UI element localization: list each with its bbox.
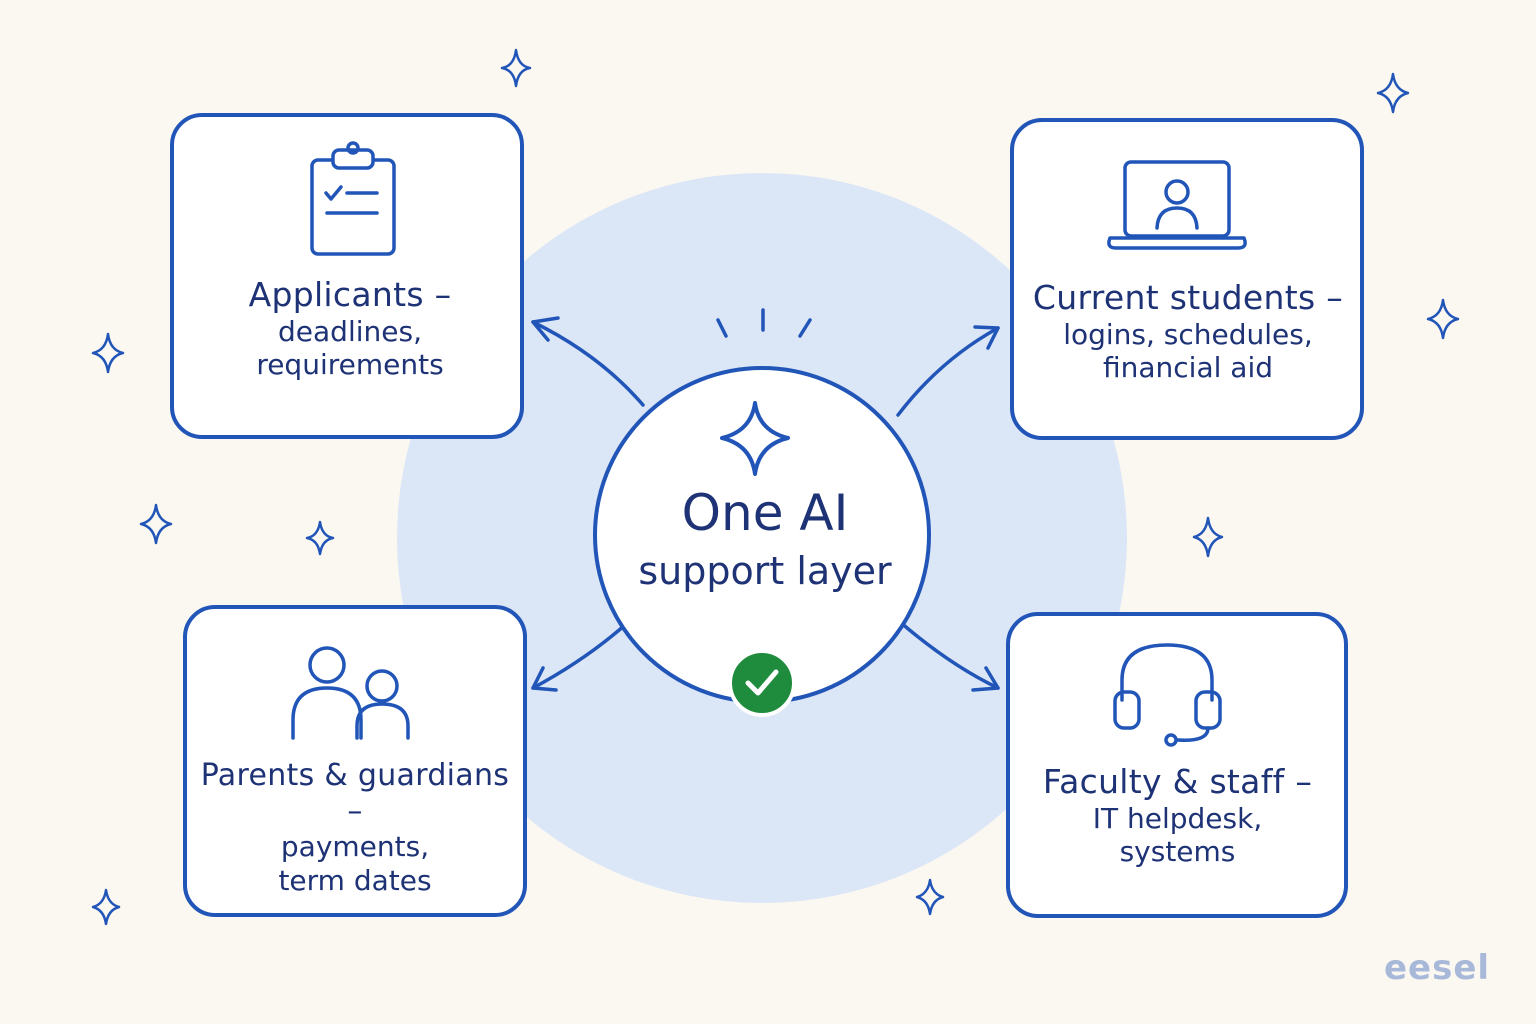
card-applicants xyxy=(170,113,524,439)
card-parents-line-2: term dates xyxy=(278,863,432,897)
laptop-user-icon xyxy=(1107,160,1247,250)
arrow-to-applicants xyxy=(531,316,645,407)
sparkle-icon xyxy=(91,332,125,374)
hub-label-line-1: One AI xyxy=(681,484,849,542)
card-faculty-title: Faculty & staff – xyxy=(1042,762,1313,801)
card-students-line-1: logins, schedules, xyxy=(1063,317,1313,351)
people-icon xyxy=(291,646,410,740)
sparkle-icon xyxy=(500,48,532,88)
brand-logo: eesel xyxy=(1384,948,1491,988)
arrow-to-students xyxy=(896,325,1000,417)
card-students-text: Current students – logins, schedules, fi… xyxy=(1020,278,1356,385)
arrow-to-faculty xyxy=(898,620,1000,692)
card-parents-title: Parents & guardians – xyxy=(200,758,510,829)
card-faculty-staff xyxy=(1006,612,1348,918)
headset-icon xyxy=(1113,643,1222,747)
sparkle-icon xyxy=(720,401,790,476)
clipboard-icon xyxy=(310,141,396,256)
card-current-students xyxy=(1010,118,1364,440)
card-parents-text: Parents & guardians – payments, term dat… xyxy=(190,758,520,897)
sparkle-icon xyxy=(305,520,335,556)
card-faculty-text: Faculty & staff – IT helpdesk, systems xyxy=(1015,762,1340,869)
card-parents-line-1: payments, xyxy=(280,830,430,863)
sparkle-icon xyxy=(139,503,173,545)
sparkle-icon xyxy=(1426,298,1460,340)
check-icon xyxy=(728,649,796,717)
highlight-burst xyxy=(716,308,812,338)
card-faculty-line-2: systems xyxy=(1119,835,1236,869)
card-students-line-2: financial aid xyxy=(1102,351,1273,385)
card-applicants-title: Applicants – xyxy=(248,275,452,314)
arrow-to-parents xyxy=(531,623,627,692)
card-parents-guardians xyxy=(183,605,527,917)
card-faculty-line-1: IT helpdesk, xyxy=(1092,801,1263,835)
card-applicants-line-2: requirements xyxy=(256,348,444,382)
hub-label-line-2: support layer xyxy=(638,548,892,593)
sparkle-icon xyxy=(1192,516,1224,558)
card-applicants-text: Applicants – deadlines, requirements xyxy=(190,275,510,382)
card-applicants-line-1: deadlines, xyxy=(278,314,422,348)
card-students-title: Current students – xyxy=(1032,278,1344,317)
sparkle-icon xyxy=(91,888,121,926)
sparkle-icon xyxy=(915,878,945,916)
sparkle-icon xyxy=(1376,72,1410,114)
hub-label: One AI support layer xyxy=(600,484,930,594)
